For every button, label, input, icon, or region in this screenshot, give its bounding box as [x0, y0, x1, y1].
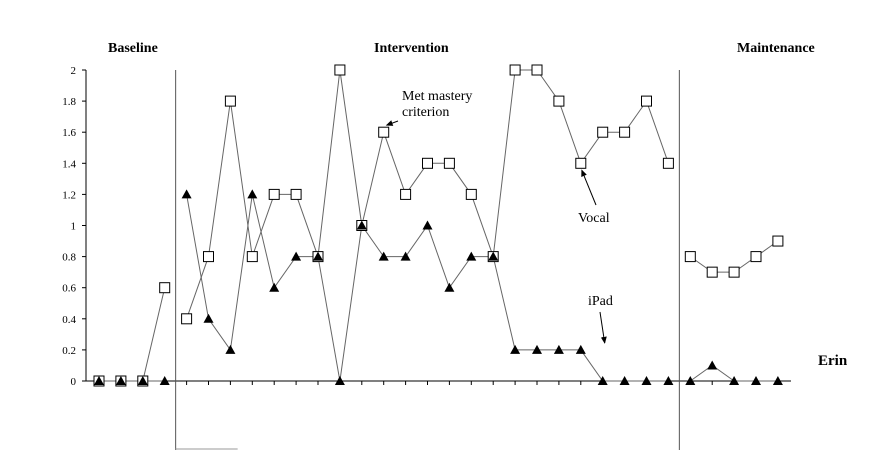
y-tick-label: 1: [71, 221, 77, 233]
ipad-data-point: [269, 282, 280, 292]
phase-label-intervention: Intervention: [374, 41, 449, 56]
ipad-data-point: [641, 376, 652, 385]
ipad-data-point: [553, 344, 564, 354]
ipad-data-point: [663, 376, 674, 385]
vocal-data-point: [750, 251, 762, 263]
ipad-data-point: [597, 376, 608, 385]
vocal-data-point: [334, 64, 346, 76]
vocal-data-point: [159, 282, 171, 294]
y-tick-label: 1.2: [62, 189, 76, 201]
ipad-data-point: [94, 376, 104, 385]
vocal-data-point: [400, 188, 412, 200]
ipad-data-point: [334, 376, 345, 385]
ipad-data-point: [137, 376, 148, 385]
annotation-label: Vocal: [578, 211, 610, 226]
ipad-data-point: [159, 376, 170, 385]
ipad-data-point: [356, 220, 367, 230]
vocal-data-point: [378, 126, 390, 138]
phase-label-baseline: Baseline: [108, 41, 158, 56]
annotation-arrow: [599, 311, 607, 344]
y-tick-label: 2: [71, 65, 77, 77]
ipad-data-point: [707, 360, 718, 370]
ipad-data-point: [619, 376, 630, 385]
vocal-data-point: [465, 188, 477, 200]
participant-label: Erin: [818, 353, 848, 369]
ipad-data-point: [247, 189, 258, 199]
vocal-data-point: [203, 251, 214, 263]
ipad-data-point: [444, 282, 455, 292]
annotation-arrow: [385, 120, 399, 126]
y-tick-label: 1.8: [62, 96, 76, 108]
ipad-data-point: [400, 251, 411, 261]
annotation-label: criterion: [402, 105, 449, 120]
ipad-data-point: [685, 376, 696, 385]
vocal-data-point: [290, 188, 302, 200]
vocal-data-point: [181, 313, 193, 325]
y-tick-label: 0.6: [62, 283, 76, 295]
y-tick-label: 1.6: [62, 127, 76, 139]
ipad-data-point: [751, 376, 761, 385]
y-tick-label: 0.8: [62, 252, 76, 264]
ipad-data-point: [313, 251, 323, 261]
y-tick-label: 1.4: [62, 158, 76, 170]
vocal-data-point: [443, 157, 455, 169]
vocal-data-point: [706, 266, 718, 278]
y-tick-label: 0.2: [62, 345, 76, 357]
ipad-data-point: [203, 313, 214, 323]
vocal-data-point: [662, 157, 674, 169]
y-tick-label: 0: [71, 376, 77, 388]
ipad-data-point: [181, 189, 192, 199]
vocal-series-line: [99, 287, 166, 382]
ipad-data-point: [532, 344, 542, 354]
vocal-data-point: [575, 157, 587, 169]
ipad-data-point: [729, 376, 740, 385]
vocal-data-point: [619, 126, 631, 138]
vocal-data-point: [684, 251, 696, 263]
vocal-data-point: [509, 64, 521, 76]
vocal-data-point: [553, 95, 565, 107]
vocal-data-point: [772, 235, 784, 247]
ipad-data-point: [291, 251, 302, 261]
vocal-data-point: [246, 251, 258, 263]
vocal-data-point: [224, 95, 236, 107]
annotation-arrow: [581, 169, 597, 206]
ipad-data-point: [488, 251, 499, 261]
y-tick-label: 0.4: [62, 314, 76, 326]
vocal-data-point: [531, 64, 543, 76]
ipad-data-point: [378, 251, 389, 261]
ipad-data-point: [115, 376, 126, 385]
vocal-data-point: [268, 188, 280, 200]
phase-label-maintenance: Maintenance: [737, 41, 815, 56]
annotation-label: iPad: [588, 294, 613, 309]
ipad-data-point: [422, 220, 433, 230]
annotation-label: Met mastery: [402, 89, 472, 104]
ipad-data-point: [510, 344, 521, 354]
ipad-data-point: [225, 344, 236, 354]
vocal-data-point: [422, 157, 433, 169]
ipad-data-point: [772, 376, 783, 385]
ipad-data-point: [466, 251, 477, 261]
vocal-data-point: [728, 266, 740, 278]
ipad-data-point: [575, 344, 586, 354]
vocal-data-point: [597, 126, 609, 138]
vocal-data-point: [641, 95, 652, 107]
